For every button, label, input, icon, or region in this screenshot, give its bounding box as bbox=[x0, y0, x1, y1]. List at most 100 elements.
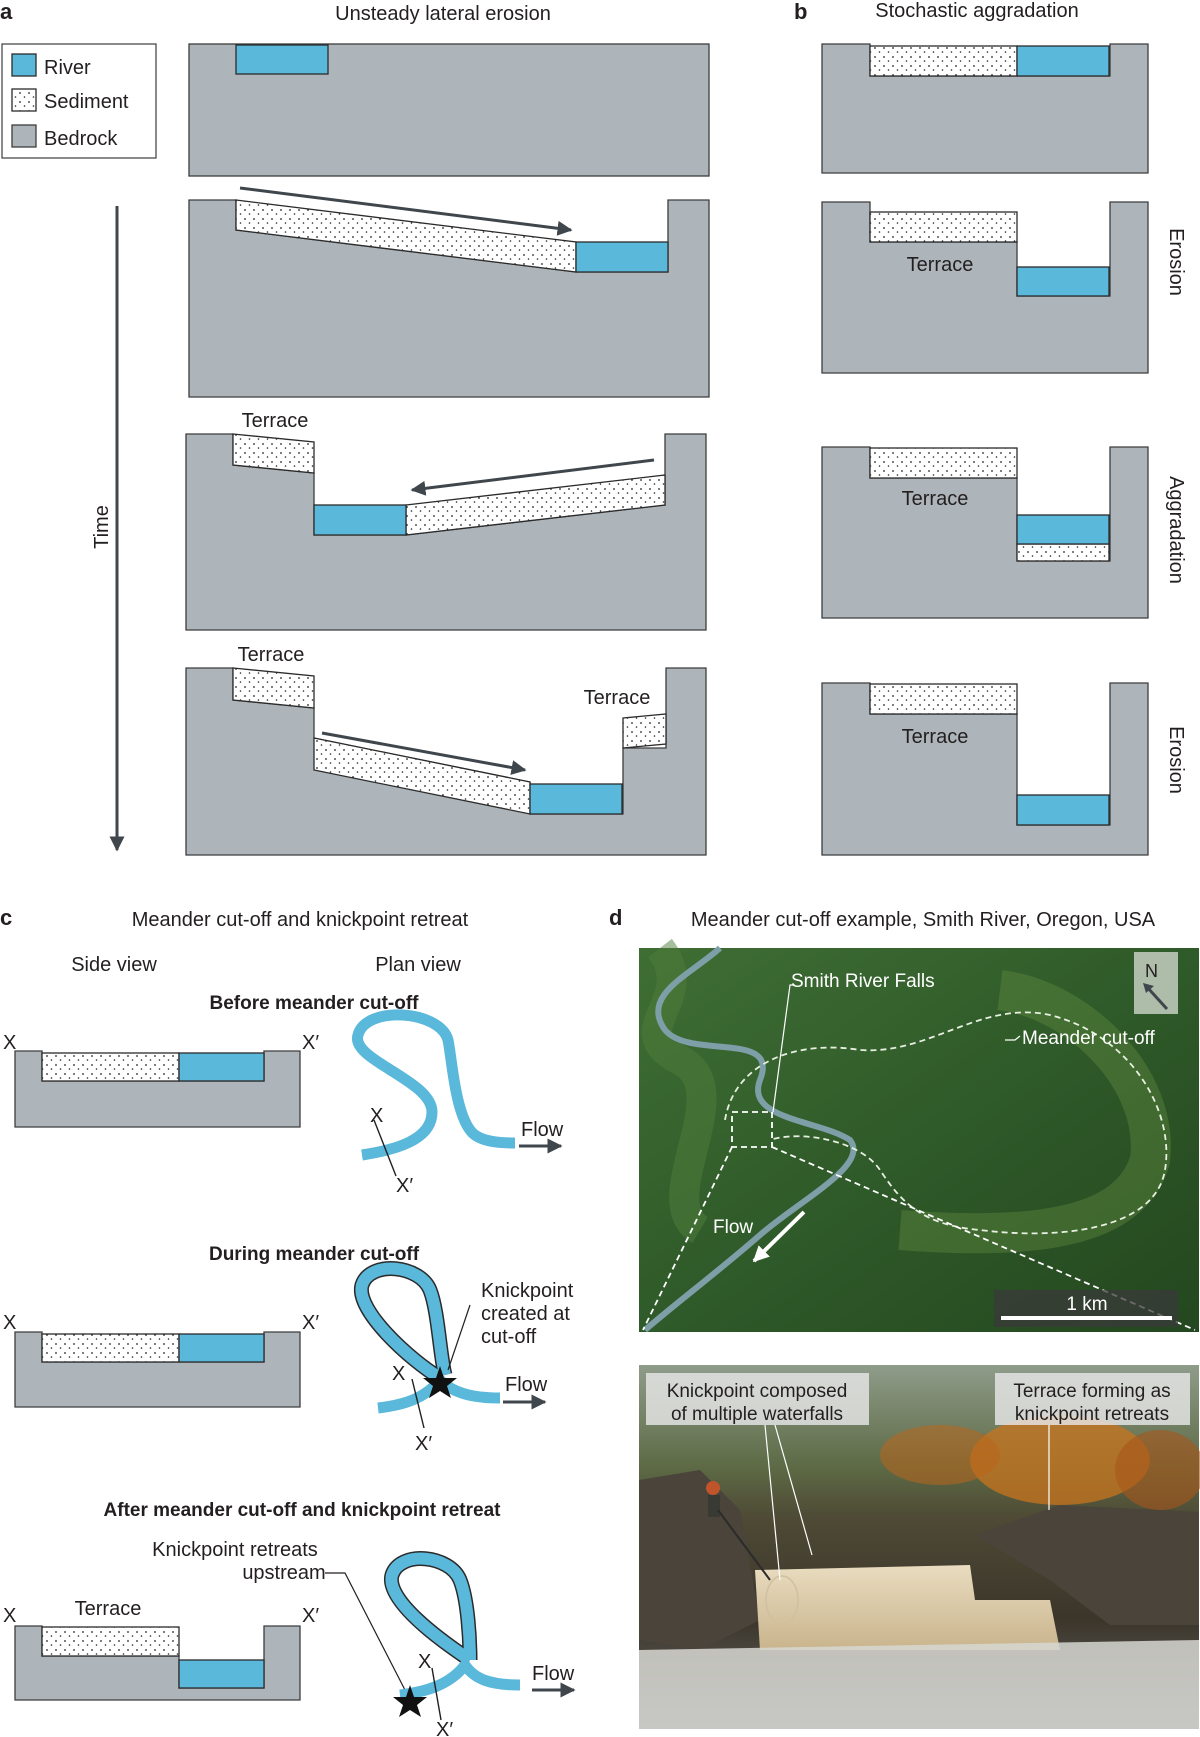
erosion-label: Erosion bbox=[1165, 726, 1187, 794]
x-label: X bbox=[3, 1032, 16, 1054]
panel-a-stage-3: Terrace bbox=[185, 410, 707, 631]
legend-sediment-swatch bbox=[11, 88, 37, 112]
knickpoint-callout-line2: of multiple waterfalls bbox=[671, 1404, 843, 1425]
panel-a-letter: a bbox=[0, 0, 13, 24]
panel-c: c Meander cut-off and knickpoint retreat… bbox=[0, 905, 576, 1737]
knickpoint-callout-line1: Knickpoint composed bbox=[667, 1381, 848, 1402]
terrace-label: Terrace bbox=[75, 1598, 142, 1620]
river-channel bbox=[1016, 514, 1110, 545]
panel-b: b Stochastic aggradation Terrace Erosion… bbox=[794, 0, 1187, 856]
time-axis: Time bbox=[91, 206, 125, 852]
river-channel bbox=[1016, 45, 1110, 77]
stage-after-title: After meander cut-off and knickpoint ret… bbox=[104, 1500, 502, 1521]
x-prime-label: X′ bbox=[302, 1605, 319, 1627]
flow-label: Flow bbox=[521, 1119, 564, 1141]
x-prime-label: X′ bbox=[302, 1312, 319, 1334]
knickpoint-created-line1: Knickpoint bbox=[481, 1280, 574, 1302]
panel-b-title: Stochastic aggradation bbox=[875, 0, 1078, 22]
legend-bedrock-swatch bbox=[11, 124, 37, 148]
cutoff-label: Meander cut-off bbox=[1022, 1028, 1155, 1049]
flow-label: Flow bbox=[505, 1374, 548, 1396]
terrace-label: Terrace bbox=[584, 687, 651, 709]
panel-a-stage-2 bbox=[188, 186, 710, 398]
river-channel bbox=[575, 241, 669, 273]
north-label: N bbox=[1145, 961, 1158, 981]
flow-arrow bbox=[752, 1210, 806, 1263]
legend-sediment-label: Sediment bbox=[44, 91, 129, 113]
falls-inset-box bbox=[731, 1111, 773, 1148]
panel-d-letter: d bbox=[609, 905, 622, 930]
stage-during-title: During meander cut-off bbox=[209, 1244, 420, 1265]
stage-after: After meander cut-off and knickpoint ret… bbox=[3, 1500, 576, 1737]
x-prime-label: X′ bbox=[302, 1032, 319, 1054]
flow-label: Flow bbox=[713, 1217, 753, 1238]
panel-d-title: Meander cut-off example, Smith River, Or… bbox=[691, 909, 1156, 931]
terrace-deposit bbox=[232, 433, 315, 474]
rock-terrace-right bbox=[975, 1505, 1199, 1625]
panel-c-title: Meander cut-off and knickpoint retreat bbox=[132, 909, 469, 931]
flow-label: Flow bbox=[532, 1663, 575, 1685]
x-prime-label: X′ bbox=[415, 1433, 432, 1455]
terrace-label: Terrace bbox=[907, 254, 974, 276]
terrace-deposit bbox=[232, 667, 315, 709]
scale-bar-box bbox=[994, 1290, 1178, 1327]
legend-river-swatch bbox=[11, 53, 37, 77]
falls-label: Smith River Falls bbox=[791, 971, 935, 992]
stage-during: During meander cut-off X X′ X X′ Flow Kn… bbox=[3, 1244, 574, 1455]
river-channel bbox=[1016, 266, 1110, 297]
cutoff-loop bbox=[355, 1262, 451, 1384]
legend-river-label: River bbox=[44, 57, 91, 79]
terrace-deposit bbox=[622, 713, 667, 749]
knickpoint-created-line3: cut-off bbox=[481, 1326, 537, 1348]
terrace-callout-line1: Terrace forming as bbox=[1013, 1381, 1170, 1402]
knickpoint-created-line2: created at bbox=[481, 1303, 570, 1325]
side-view-heading: Side view bbox=[71, 954, 157, 976]
terrace-deposit bbox=[869, 447, 1018, 479]
north-arrow-box bbox=[1134, 952, 1178, 1014]
x-label: X bbox=[392, 1363, 405, 1385]
terrace-deposit bbox=[869, 683, 1018, 715]
terrace-label: Terrace bbox=[238, 644, 305, 666]
x-prime-label: X′ bbox=[396, 1175, 413, 1197]
meander-channel bbox=[352, 1009, 516, 1161]
x-label: X bbox=[3, 1605, 16, 1627]
panel-a: a Unsteady lateral erosion River Sedimen… bbox=[0, 0, 710, 856]
plan-view-heading: Plan view bbox=[375, 954, 461, 976]
knickpoint-retreats-line1: Knickpoint retreats bbox=[152, 1539, 318, 1561]
panel-a-title: Unsteady lateral erosion bbox=[335, 3, 551, 25]
terrace-callout-line2: knickpoint retreats bbox=[1015, 1404, 1169, 1425]
legend: River Sediment Bedrock bbox=[1, 43, 157, 159]
knickpoint-callout-box bbox=[646, 1373, 869, 1425]
erosion-label: Erosion bbox=[1165, 228, 1187, 296]
panel-d: d Meander cut-off example, Smith River, … bbox=[609, 905, 1200, 1729]
terrace-label: Terrace bbox=[902, 726, 969, 748]
panel-a-stage-1 bbox=[188, 43, 710, 177]
cutoff-loop bbox=[385, 1552, 476, 1665]
terrace-label: Terrace bbox=[242, 410, 309, 432]
terrace-label: Terrace bbox=[902, 488, 969, 510]
time-label: Time bbox=[91, 505, 113, 549]
stage-before: Before meander cut-off X X′ X X′ Flow bbox=[3, 993, 564, 1197]
waterfall bbox=[755, 1565, 1060, 1650]
panel-c-letter: c bbox=[0, 905, 12, 930]
aggraded-sediment bbox=[1016, 543, 1110, 562]
terrace-deposit bbox=[869, 211, 1018, 243]
migration-arrow bbox=[239, 186, 573, 236]
rock-outcrop-left bbox=[639, 1470, 760, 1650]
x-label: X bbox=[3, 1312, 16, 1334]
panel-b-stage-4: Terrace Erosion bbox=[821, 682, 1187, 856]
river-channel bbox=[178, 1659, 265, 1689]
waterfall-photo: Knickpoint composed of multiple waterfal… bbox=[639, 1365, 1200, 1729]
aggradation-label: Aggradation bbox=[1165, 476, 1187, 584]
panel-b-stage-2: Terrace Erosion bbox=[821, 201, 1187, 374]
legend-bedrock-label: Bedrock bbox=[44, 128, 118, 150]
stage-before-title: Before meander cut-off bbox=[209, 993, 419, 1014]
x-prime-label: X′ bbox=[436, 1719, 453, 1737]
panel-b-stage-3: Terrace Aggradation bbox=[821, 446, 1187, 619]
smith-river bbox=[643, 945, 857, 1333]
north-arrow-icon bbox=[1145, 985, 1169, 1011]
panel-b-letter: b bbox=[794, 0, 807, 24]
knickpoint-retreats-line2: upstream bbox=[242, 1562, 325, 1584]
river-channel bbox=[178, 1333, 265, 1363]
